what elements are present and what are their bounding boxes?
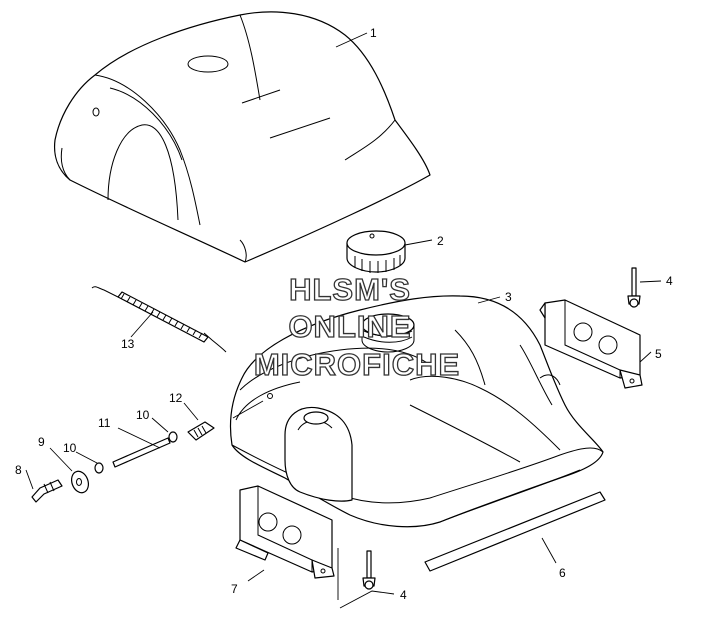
bracket-icon (539, 299, 643, 389)
strip-icon (424, 491, 606, 572)
fuel-tank-icon (229, 295, 604, 528)
callout-9: 9 (38, 435, 45, 449)
watermark-line-2: ONLINE (288, 309, 411, 344)
filler-cap-icon (346, 230, 406, 273)
callout-5: 5 (655, 347, 662, 361)
callout-1: 1 (370, 26, 377, 40)
callout-6: 6 (559, 566, 566, 580)
tank-cover-icon (53, 11, 431, 263)
callout-2: 2 (437, 234, 444, 248)
callout-3: 3 (505, 290, 512, 304)
callout-4-top: 4 (666, 274, 673, 288)
callout-4-bottom: 4 (400, 588, 407, 602)
rivet-icon (627, 267, 641, 308)
leader-lines (25, 32, 662, 609)
callout-7: 7 (231, 582, 238, 596)
watermark-line-1: HLSM'S (289, 272, 411, 307)
rivet-icon (362, 550, 376, 590)
fitting-icon (31, 421, 215, 503)
callout-10-right: 10 (136, 408, 150, 422)
spring-icon (91, 286, 227, 353)
bracket-icon (235, 485, 335, 579)
callout-13: 13 (121, 337, 135, 351)
callout-11: 11 (98, 416, 111, 430)
callout-10-left: 10 (63, 441, 77, 455)
callout-12: 12 (169, 391, 183, 405)
watermark-line-3: MICROFICHE (254, 347, 460, 382)
callout-8: 8 (15, 463, 22, 477)
